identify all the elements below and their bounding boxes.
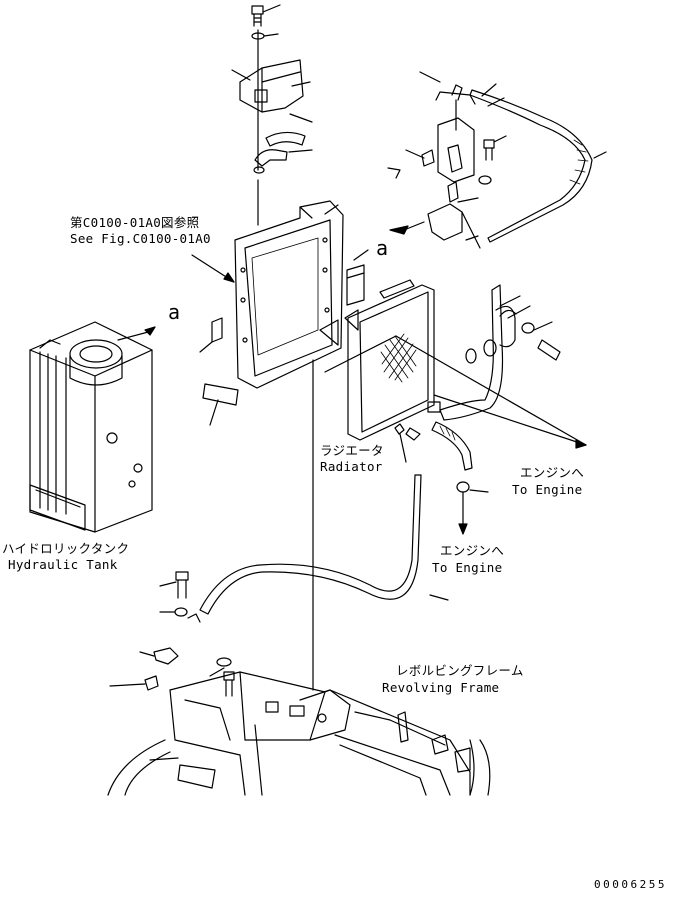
radiator-guard [234,200,344,389]
to-engine-upper-jp: エンジンへ [520,465,585,480]
radiator-core [324,279,587,449]
vertical-assembly-line [257,29,314,691]
reservoir-cable [419,71,607,249]
hydraulic-tank-label-en: Hydraulic Tank [8,557,118,572]
radiator-label-jp: ラジエータ [320,443,384,458]
ref-leader-arrow [191,254,235,283]
hydraulic-tank-label-jp: ハイドロリックタンク [2,541,130,556]
to-engine-lower-jp: エンジンへ [440,543,505,558]
radiator-label-en: Radiator [320,459,383,474]
ref-label-jp: 第C0100-01A0図参照 [70,215,200,230]
drain-hose [199,474,449,615]
ref-label-en: See Fig.C0100-01A0 [70,231,211,246]
hydraulic-tank [29,321,156,533]
lower-fittings [109,571,235,697]
top-bolt [251,4,281,40]
cushion-clamp [253,131,313,174]
revolving-frame-label-en: Revolving Frame [382,680,500,695]
callout-a-upper: a [376,236,389,260]
to-engine-upper-en: To Engine [512,482,583,497]
document-number: 00006255 [594,878,667,891]
revolving-frame-label-jp: レボルビングフレーム [396,663,524,678]
revolving-frame [107,671,491,796]
radiator-hoses [427,284,561,471]
reservoir-mount [387,135,507,241]
callout-a-tank: a [168,300,181,324]
to-engine-lower-en: To Engine [432,560,503,575]
foam-pads [199,249,369,426]
drain-parts [394,423,489,535]
mount-bracket [231,59,313,123]
